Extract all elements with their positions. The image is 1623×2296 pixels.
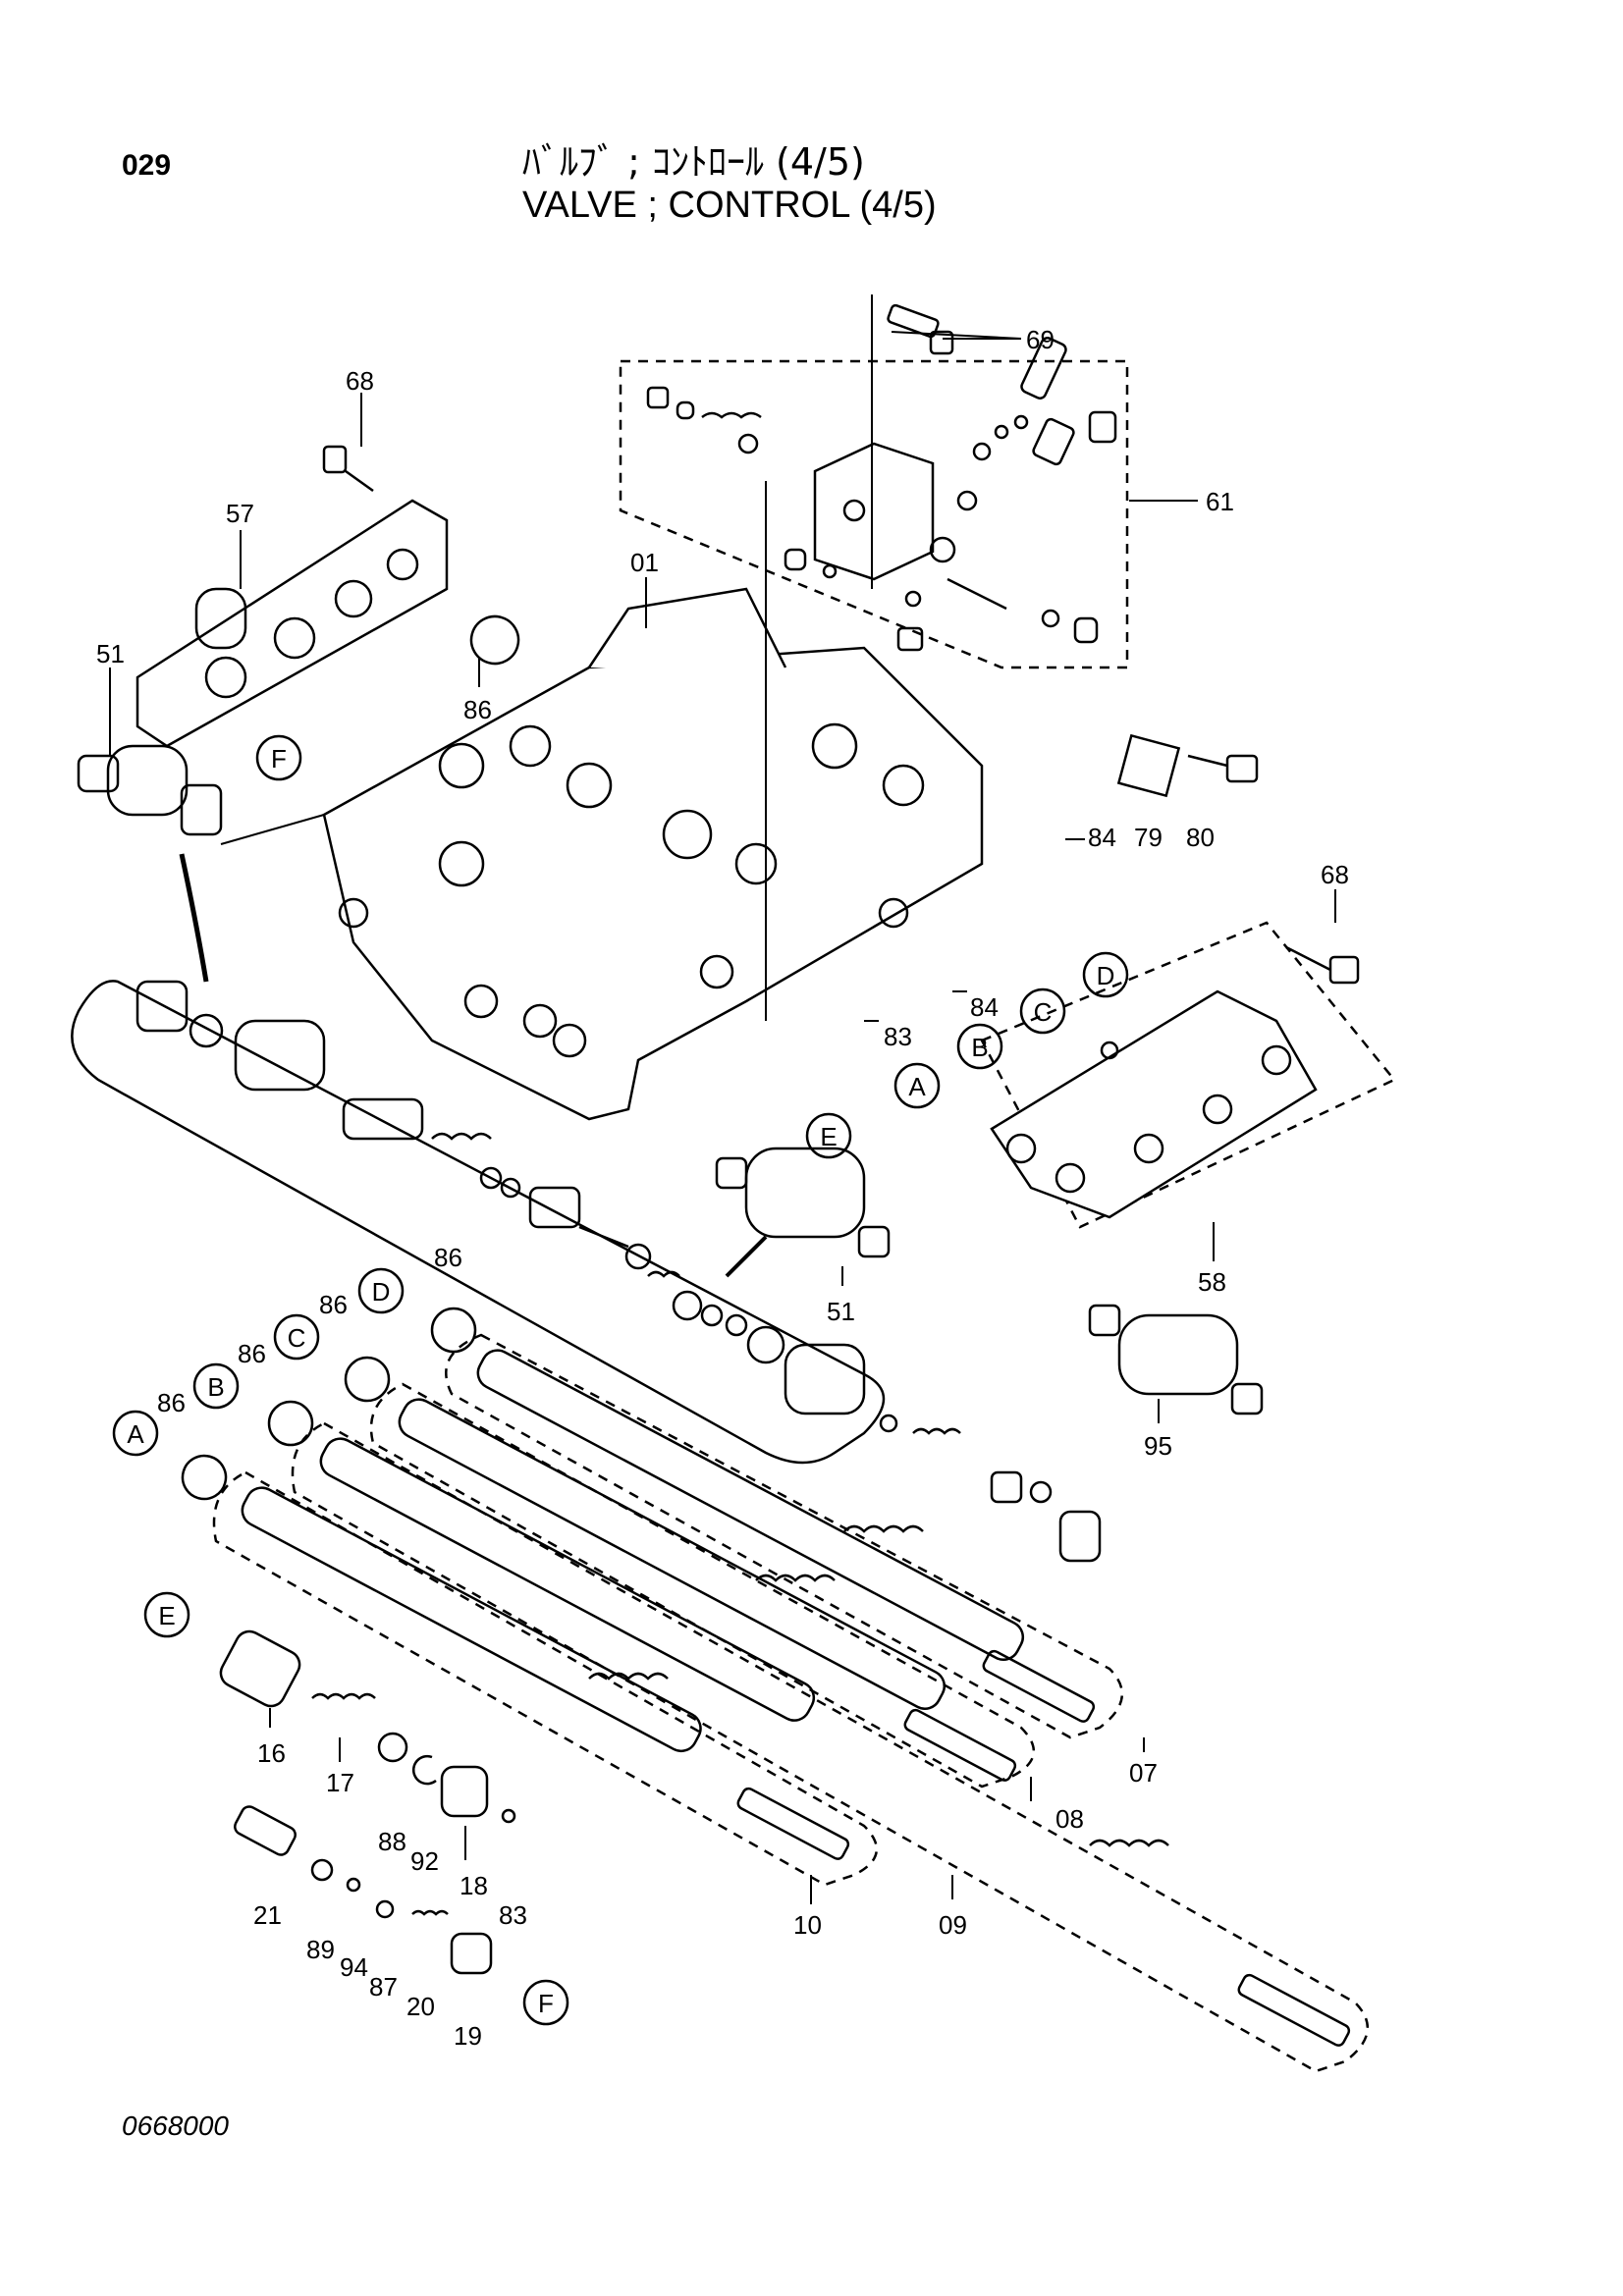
label-84b: 84 <box>970 992 999 1022</box>
callout-f-bottom: F <box>522 1979 569 2026</box>
label-92: 92 <box>410 1846 439 1876</box>
manifold-58 <box>980 921 1396 1229</box>
title-japanese: ﾊﾞﾙﾌﾞ ; ｺﾝﾄﾛｰﾙ (4/5) <box>522 140 865 184</box>
valve-body-01 <box>322 481 984 1121</box>
reference-callouts: F D C B A E D C <box>112 734 1129 2026</box>
label-87: 87 <box>369 1972 398 2002</box>
svg-text:F: F <box>538 1989 554 2018</box>
label-83b: 83 <box>499 1900 527 1930</box>
bolt-80 <box>1187 754 1259 783</box>
label-19: 19 <box>454 2021 482 2051</box>
label-86b: 86 <box>434 1243 462 1272</box>
callout-a-left: A <box>112 1410 159 1457</box>
svg-text:D: D <box>1097 961 1115 990</box>
svg-text:F: F <box>271 744 287 774</box>
svg-text:E: E <box>158 1601 175 1630</box>
svg-text:C: C <box>1034 997 1053 1027</box>
solenoid-valve-51-left <box>77 744 325 845</box>
label-86a: 86 <box>463 695 492 724</box>
label-09: 09 <box>939 1910 967 1940</box>
spool-09-parts <box>319 1437 1351 2047</box>
spool-09-frame <box>291 1421 1370 2073</box>
svg-text:C: C <box>288 1323 306 1353</box>
svg-text:A: A <box>127 1419 144 1449</box>
callout-f-top: F <box>255 734 302 781</box>
label-68b: 68 <box>1321 860 1349 889</box>
label-83a: 83 <box>884 1022 912 1051</box>
label-18: 18 <box>460 1871 488 1900</box>
plate-79 <box>1116 733 1181 798</box>
o-ring-86-a <box>181 1454 228 1501</box>
label-10: 10 <box>793 1910 822 1940</box>
o-ring-86-d <box>430 1307 477 1354</box>
label-69: 69 <box>1026 325 1055 354</box>
callout-d-right: D <box>1082 951 1129 998</box>
svg-text:B: B <box>971 1033 988 1062</box>
svg-text:B: B <box>207 1372 224 1402</box>
callout-e-left: E <box>143 1591 190 1638</box>
callout-c-right: C <box>1019 988 1066 1035</box>
lower-left-parts <box>219 1629 516 1975</box>
page-number: 029 <box>122 149 172 182</box>
svg-text:A: A <box>908 1072 926 1101</box>
callout-b-left: B <box>192 1362 240 1410</box>
spool-07-frame <box>445 1333 1124 1739</box>
label-95: 95 <box>1144 1431 1172 1461</box>
svg-text:D: D <box>372 1277 391 1307</box>
o-ring-86-b <box>267 1400 314 1447</box>
leader-lines <box>109 338 1336 1904</box>
spool-group-parts <box>135 980 1102 1563</box>
callout-c-left: C <box>273 1313 320 1361</box>
bolt-68-right <box>1285 945 1360 985</box>
spool-08-frame <box>369 1382 1036 1789</box>
label-51a: 51 <box>96 639 125 668</box>
label-07: 07 <box>1129 1758 1158 1788</box>
spool-10-parts <box>241 1486 850 1860</box>
label-94: 94 <box>340 1952 368 1982</box>
label-51b: 51 <box>827 1297 855 1326</box>
svg-text:E: E <box>820 1122 837 1151</box>
callout-b-right: B <box>956 1023 1003 1070</box>
label-58: 58 <box>1198 1267 1226 1297</box>
label-08: 08 <box>1055 1804 1084 1834</box>
label-80: 80 <box>1186 823 1215 852</box>
title-english: VALVE ; CONTROL (4/5) <box>522 185 937 226</box>
label-86c: 86 <box>319 1290 348 1319</box>
drawing-code: 0668000 <box>122 2110 230 2141</box>
label-89: 89 <box>306 1935 335 1964</box>
o-ring-86-c <box>344 1356 391 1403</box>
spool-08-parts <box>398 1398 1017 1782</box>
label-68a: 68 <box>346 366 374 396</box>
label-21: 21 <box>253 1900 282 1930</box>
spool-07-parts <box>476 1349 1096 1723</box>
solenoid-valve-51-mid <box>715 1147 891 1258</box>
label-86e: 86 <box>157 1388 186 1417</box>
label-84a: 84 <box>1088 823 1116 852</box>
label-16: 16 <box>257 1738 286 1768</box>
label-79: 79 <box>1134 823 1163 852</box>
callout-a-right: A <box>893 1062 941 1109</box>
solenoid-valve-95 <box>1088 1304 1264 1415</box>
spool-group-frame <box>71 980 886 1465</box>
label-20: 20 <box>406 1992 435 2021</box>
spool-10-frame <box>212 1470 879 1887</box>
callout-e-mid: E <box>805 1112 852 1159</box>
label-57: 57 <box>226 499 254 528</box>
label-17: 17 <box>326 1768 354 1797</box>
plate-57 <box>135 499 449 748</box>
bolt-68-top <box>322 445 374 493</box>
callout-d-left: D <box>357 1267 405 1314</box>
o-ring-86-top <box>469 614 520 666</box>
label-88: 88 <box>378 1827 406 1856</box>
label-01: 01 <box>630 548 659 577</box>
label-86d: 86 <box>238 1339 266 1368</box>
label-61: 61 <box>1206 487 1234 516</box>
part-number-labels: 69 68 57 61 01 51 86 84 79 80 68 84 83 5… <box>96 325 1349 2051</box>
pilot-block-assembly-61 <box>619 294 1129 669</box>
